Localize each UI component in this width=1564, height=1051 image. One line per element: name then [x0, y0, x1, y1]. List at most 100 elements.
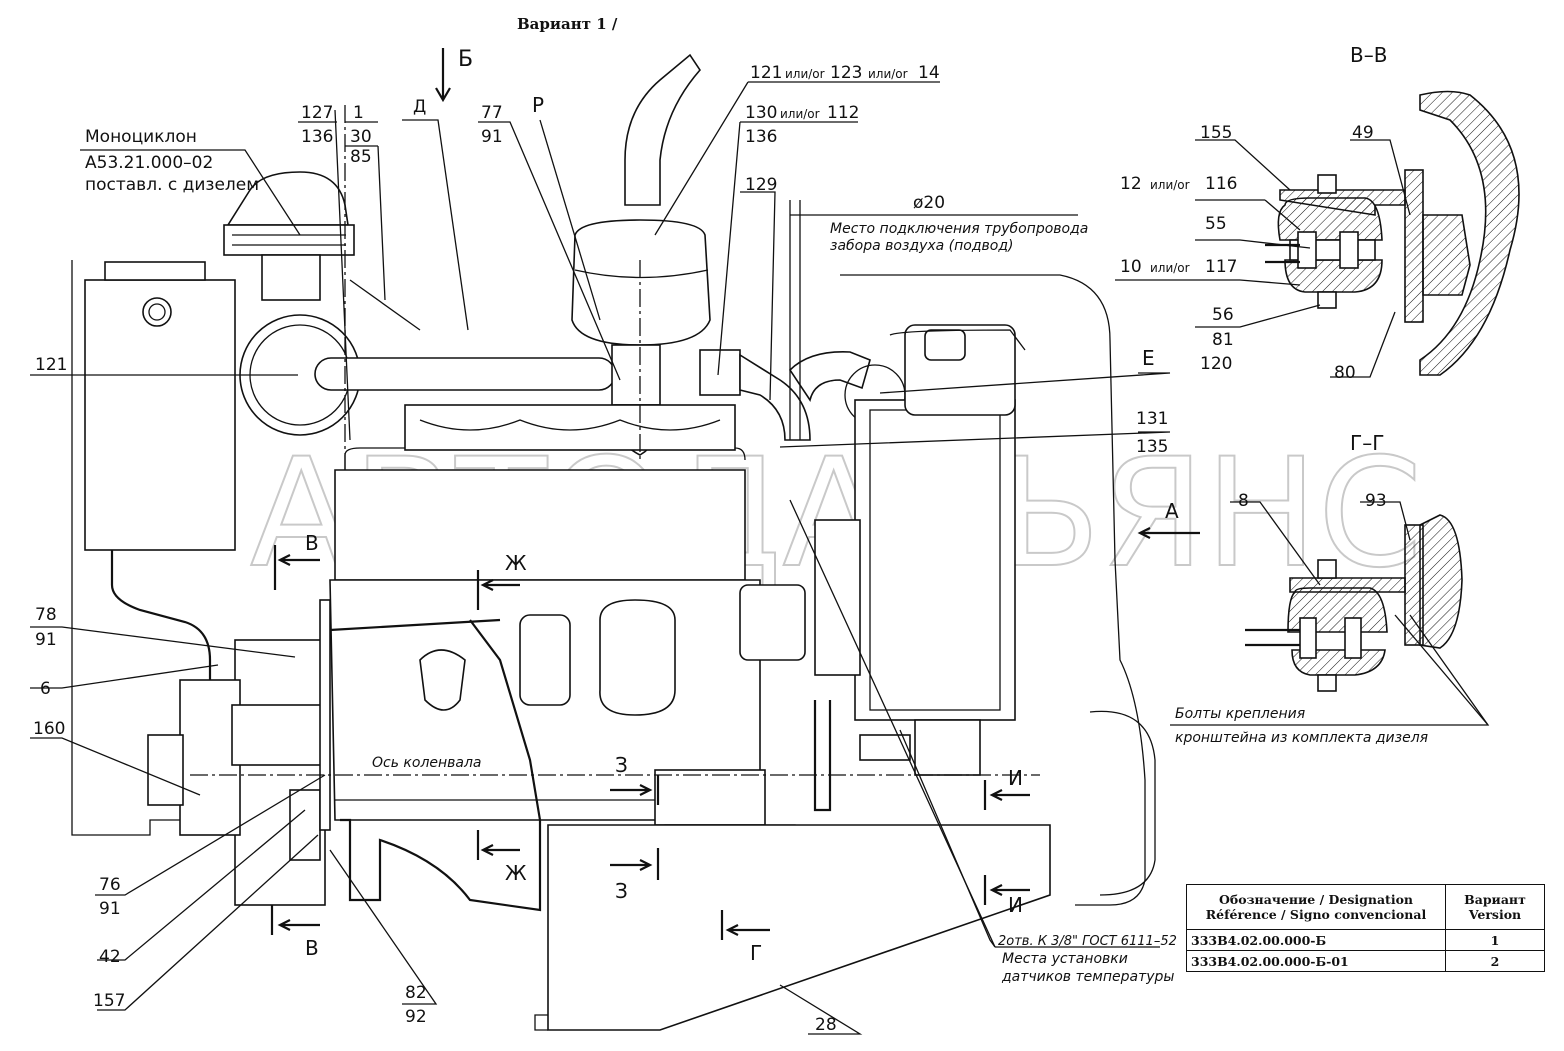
callout-92: 92	[405, 1007, 427, 1027]
designation-code: 333В4.02.00.000-Б-01	[1186, 950, 1446, 972]
leader-lines	[30, 81, 1490, 1035]
section-i-label-1: И	[1008, 766, 1023, 790]
version-header: Вариант Version	[1445, 884, 1545, 930]
radiator	[739, 324, 1026, 812]
table-row: 333В4.02.00.000-Б 1	[1186, 929, 1545, 951]
muffler	[571, 53, 711, 456]
version-value: 2	[1445, 950, 1545, 972]
callout-136b: 136	[745, 127, 777, 147]
designation-header: Обозначение / Designation Référence / Si…	[1186, 884, 1446, 930]
section-r-label: Р	[532, 93, 544, 117]
callout-121-or: 121	[750, 63, 782, 83]
section-z-label-1: З	[615, 753, 628, 777]
callout-85: 85	[350, 147, 372, 167]
svg-text:или/or: или/or	[785, 67, 825, 81]
lower-parts	[534, 719, 1051, 1031]
section-b-label: Б	[458, 47, 473, 72]
callout-55: 55	[1205, 214, 1227, 234]
version-value: 1	[1445, 929, 1545, 951]
callout-14: 14	[918, 63, 940, 83]
monocyclone	[223, 171, 355, 301]
tank	[84, 261, 236, 680]
callout-157: 157	[93, 991, 125, 1011]
callout-91c: 91	[99, 899, 121, 919]
callout-155: 155	[1200, 123, 1232, 143]
section-v-label-2: В	[305, 936, 319, 960]
diameter-20: ø20	[913, 193, 945, 213]
temp-sensor-label-3: датчиков температуры	[1001, 969, 1174, 985]
callout-160: 160	[33, 719, 65, 739]
section-e-label: Е	[1142, 346, 1155, 370]
callout-117: 117	[1205, 257, 1237, 277]
section-d-label: Д	[413, 97, 426, 117]
callout-93: 93	[1365, 491, 1387, 511]
section-v-label-1: В	[305, 531, 319, 555]
callout-130: 130	[745, 103, 777, 123]
callout-42: 42	[99, 947, 121, 967]
temp-sensor-label-2: Места установки	[1002, 951, 1128, 967]
callout-135: 135	[1136, 437, 1168, 457]
monocyclone-label-3: поставл. с дизелем	[85, 175, 259, 195]
section-g-label: Г	[750, 941, 762, 965]
callout-49: 49	[1352, 123, 1374, 143]
air-connection-label-2: забора воздуха (подвод)	[830, 238, 1014, 254]
callout-120: 120	[1200, 354, 1232, 374]
flywheel-housing	[147, 599, 331, 906]
callout-112: 112	[827, 103, 859, 123]
variant-title: Вариант 1 /	[517, 15, 618, 33]
monocyclone-label-1: Моноциклон	[85, 127, 197, 147]
callout-1: 1	[353, 103, 364, 123]
callout-129: 129	[745, 175, 777, 195]
callout-121: 121	[35, 355, 67, 375]
air-connection-label-1: Место подключения трубопровода	[830, 221, 1088, 237]
table-row: 333В4.02.00.000-Б-01 2	[1186, 950, 1545, 972]
section-arrows	[270, 48, 1200, 940]
designation-table: Обозначение / Designation Référence / Si…	[1186, 884, 1545, 972]
callout-136a: 136	[301, 127, 333, 147]
callout-91b: 91	[35, 630, 57, 650]
monocyclone-label-2: А53.21.000–02	[85, 153, 213, 173]
callout-81: 81	[1212, 330, 1234, 350]
svg-text:или/or: или/or	[780, 107, 820, 121]
callout-8: 8	[1238, 491, 1249, 511]
section-gg	[1245, 514, 1463, 692]
callout-77: 77	[481, 103, 503, 123]
intake-pipe	[699, 349, 906, 441]
callout-123: 123	[830, 63, 862, 83]
view-gg-title: Г–Г	[1350, 431, 1384, 455]
callout-30: 30	[350, 127, 372, 147]
section-zh-label-2: Ж	[505, 861, 527, 885]
bolts-label-2: кронштейна из комплекта дизеля	[1175, 730, 1428, 746]
designation-code: 333В4.02.00.000-Б	[1186, 929, 1446, 951]
callout-116: 116	[1205, 174, 1237, 194]
callout-76: 76	[99, 875, 121, 895]
callout-80: 80	[1334, 363, 1356, 383]
temp-sensor-label-1: 2отв. К 3/8" ГОСТ 6111–52	[998, 934, 1177, 949]
callout-28: 28	[815, 1015, 837, 1035]
svg-text:или/or: или/or	[1150, 178, 1190, 192]
callout-127: 127	[301, 103, 333, 123]
callout-56: 56	[1212, 305, 1234, 325]
callout-6: 6	[40, 679, 51, 699]
bolts-label-1: Болты крепления	[1175, 706, 1305, 722]
section-vv	[1265, 90, 1520, 376]
callout-91a: 91	[481, 127, 503, 147]
callout-12: 12	[1120, 174, 1142, 194]
section-z-label-2: З	[615, 879, 628, 903]
engine-block	[329, 404, 761, 912]
crankshaft-axis-label: Ось коленвала	[372, 755, 482, 771]
air-filter	[239, 279, 616, 436]
callout-82: 82	[405, 983, 427, 1003]
section-i-label-2: И	[1008, 893, 1023, 917]
section-zh-label-1: Ж	[505, 551, 527, 575]
labels: Б Д Р Е А В В Ж Ж З З И И Г В–В Г–Г Моно…	[33, 43, 1428, 1035]
svg-text:или/or: или/or	[868, 67, 908, 81]
view-vv-title: В–В	[1350, 43, 1387, 67]
callout-131: 131	[1136, 409, 1168, 429]
svg-text:или/or: или/or	[1150, 261, 1190, 275]
callout-10: 10	[1120, 257, 1142, 277]
callout-78: 78	[35, 605, 57, 625]
section-a-label: А	[1165, 499, 1179, 523]
